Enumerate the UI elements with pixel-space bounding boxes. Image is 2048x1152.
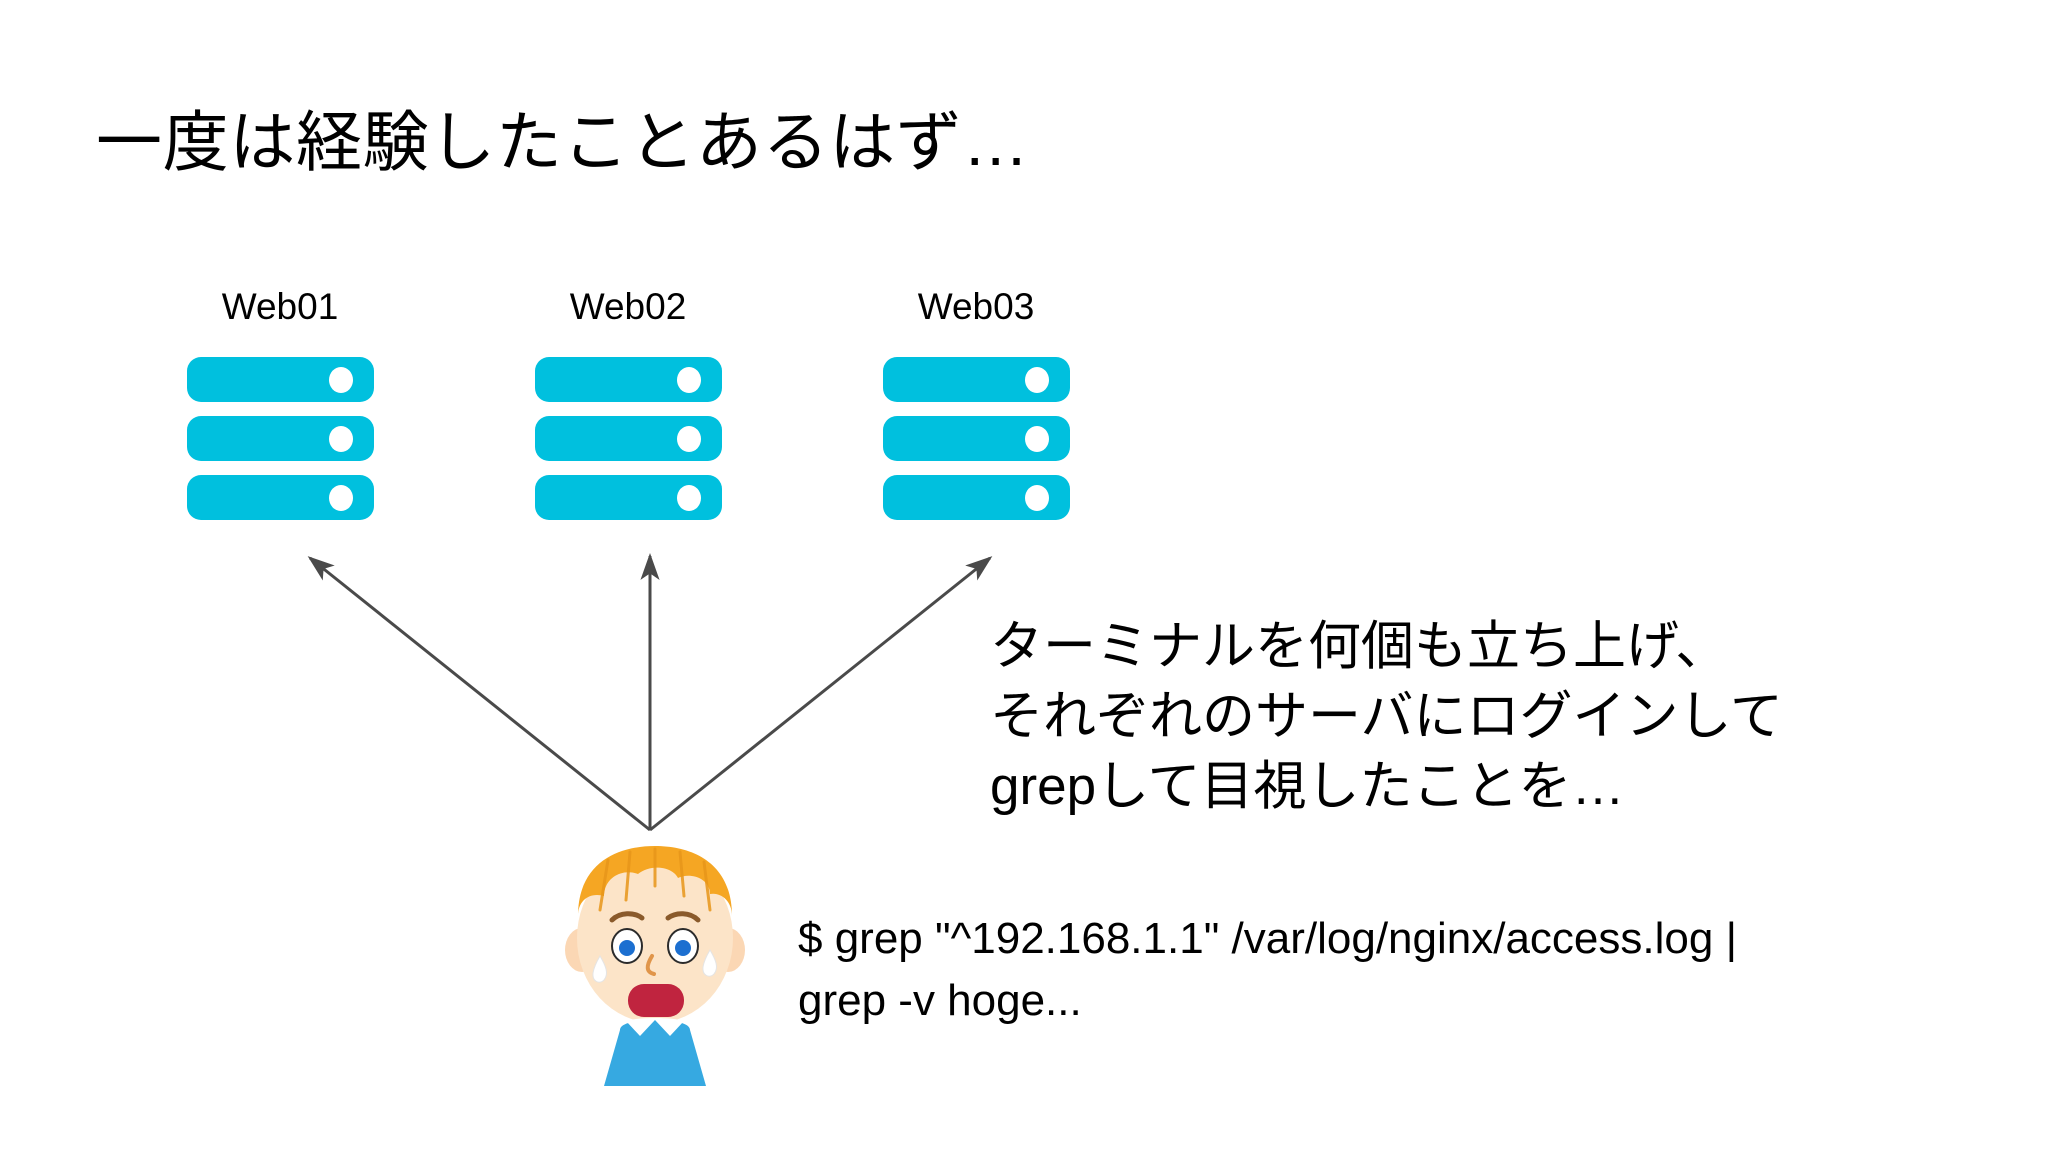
server-stack	[851, 357, 1101, 520]
server-label: Web02	[569, 286, 687, 327]
arrow-to-web01	[307, 556, 651, 832]
server-unit-icon	[186, 416, 374, 461]
server-group-web02[interactable]: Web02	[503, 288, 753, 520]
server-led-icon	[676, 484, 701, 511]
server-unit-icon	[534, 357, 722, 402]
server-led-icon	[1024, 484, 1049, 511]
server-unit-icon	[186, 357, 374, 402]
command-text: $ grep "^192.168.1.1" /var/log/nginx/acc…	[798, 908, 1737, 1033]
server-led-icon	[1024, 366, 1049, 393]
server-led-icon	[676, 425, 701, 452]
server-stack	[503, 357, 753, 520]
distressed-boy-illustration	[565, 846, 745, 1086]
server-unit-icon	[186, 475, 374, 520]
body-text-line: それぞれのサーバにログインして	[990, 686, 1783, 746]
server-group-web01[interactable]: Web01	[155, 288, 405, 520]
server-led-icon	[328, 484, 353, 511]
server-unit-icon	[882, 475, 1070, 520]
server-unit-icon	[882, 357, 1070, 402]
command-line: $ grep "^192.168.1.1" /var/log/nginx/acc…	[798, 914, 1737, 963]
server-label: Web03	[917, 286, 1035, 327]
arrow-to-web03	[649, 556, 993, 832]
server-label: Web01	[221, 286, 339, 327]
server-led-icon	[328, 366, 353, 393]
server-unit-icon	[534, 475, 722, 520]
server-unit-icon	[882, 416, 1070, 461]
server-led-icon	[328, 425, 353, 452]
body-text: ターミナルを何個も立ち上げ、 それぞれのサーバにログインして grepして目視し…	[990, 612, 1783, 822]
server-led-icon	[676, 366, 701, 393]
body-text-line: ターミナルを何個も立ち上げ、	[990, 617, 1729, 676]
page-title: 一度は経験したことあるはず…	[96, 105, 1030, 179]
server-unit-icon	[534, 416, 722, 461]
server-group-web03[interactable]: Web03	[851, 288, 1101, 520]
server-stack	[155, 357, 405, 520]
body-text-line: grepして目視したことを…	[990, 756, 1625, 816]
server-led-icon	[1024, 425, 1049, 452]
command-line: grep -v hoge...	[798, 976, 1082, 1026]
